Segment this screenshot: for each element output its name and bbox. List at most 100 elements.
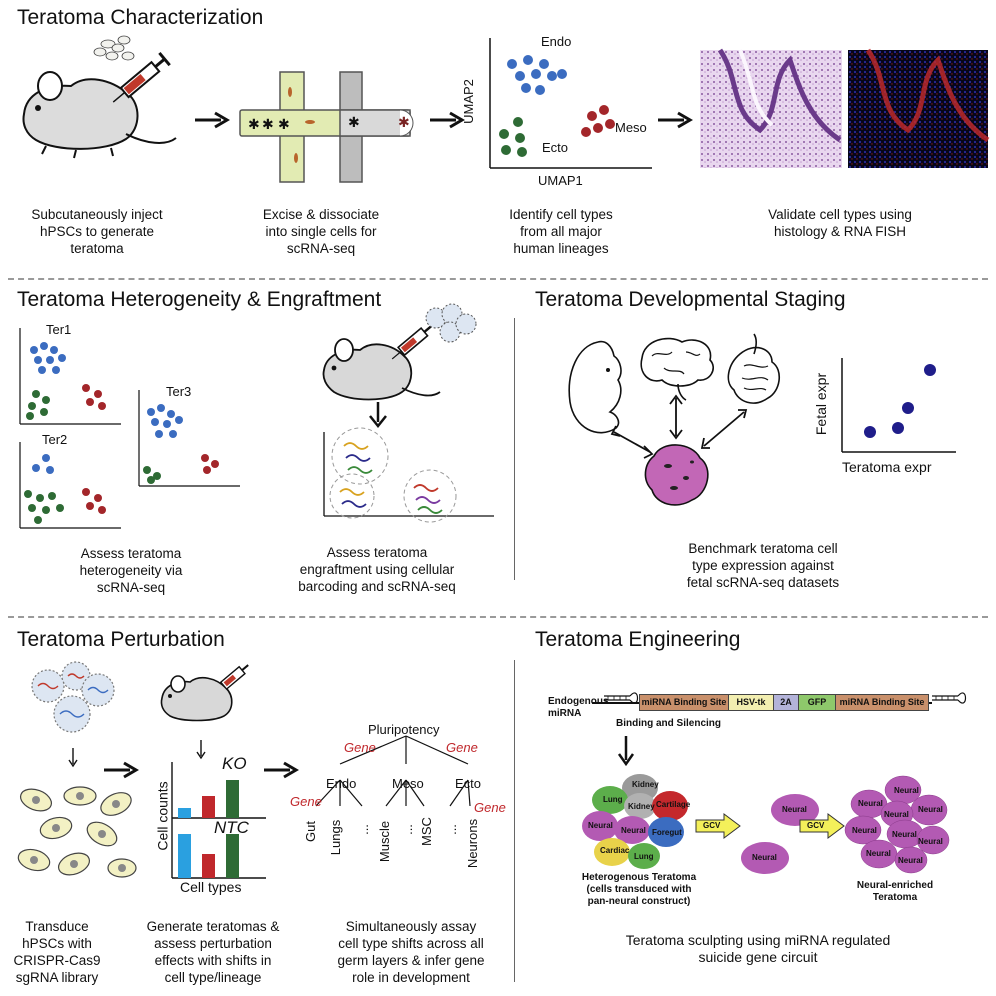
neural-cell-lower	[741, 842, 789, 874]
caption-validate: Validate cell types using histology & RN…	[768, 207, 912, 239]
tree-gene-ecto: Gene	[474, 800, 506, 815]
construct-segment-mirna-2: miRNA Binding Site	[835, 694, 929, 711]
svg-text:✱: ✱	[278, 116, 290, 132]
ko-label: KO	[222, 754, 247, 773]
neural-cell-lower-label: Neural	[752, 853, 777, 862]
arrow-down-icon	[68, 748, 78, 768]
tree-root: Pluripotency	[368, 722, 440, 737]
construct-segment-gfp: GFP	[798, 694, 836, 711]
engraftment-illustration	[322, 303, 494, 523]
caption-identify: Identify cell types from all major human…	[509, 207, 613, 256]
tree-gene-right: Gene	[446, 740, 478, 755]
divider-2	[8, 616, 988, 618]
section-title-perturbation: Teratoma Perturbation	[17, 628, 225, 651]
endogenous-mirna-label: Endogenous miRNA	[548, 696, 609, 719]
cell-counts-label: Cell counts	[154, 781, 171, 851]
section-title-engineering: Teratoma Engineering	[535, 628, 741, 651]
tree-branch-ecto: Ecto	[455, 776, 482, 791]
svg-text:✱: ✱	[262, 116, 274, 132]
tree-leaf-dots-1: ...	[355, 824, 371, 835]
divider-vertical-2	[514, 660, 515, 982]
construct-segment-2a: 2A	[773, 694, 799, 711]
ter2-label: Ter2	[42, 432, 68, 447]
tissue-neural-2: Neural	[621, 826, 646, 835]
neural-enriched-teratoma	[844, 775, 950, 874]
gcv-arrow-1	[695, 813, 741, 839]
tissue-kidney-2: Kidney	[628, 802, 655, 811]
tissue-lung-1: Lung	[603, 795, 623, 804]
caption-transduce: Transduce hPSCs with CRISPR-Cas9 sgRNA l…	[13, 919, 101, 985]
cell-counts-bar-chart	[171, 762, 266, 879]
lentivirus-illustration	[31, 661, 115, 733]
dissociation-device-illustration: ✱✱✱✱✱	[239, 71, 414, 183]
rna-fish-image	[848, 48, 990, 168]
caption-generate: Generate teratomas & assess perturbation…	[146, 919, 280, 985]
svg-text:✱: ✱	[248, 116, 260, 132]
gcv-label-2: GCV	[807, 821, 825, 830]
mirna-hairpin-right	[932, 692, 967, 704]
section-title-heterogeneity: Teratoma Heterogeneity & Engraftment	[17, 288, 382, 311]
enriched-neural-4: Neural	[884, 810, 909, 819]
tree-leaf-gut: Gut	[302, 821, 318, 842]
fetal-organs-illustration	[568, 333, 780, 506]
enriched-neural-7: Neural	[918, 837, 943, 846]
tissue-cartilage: Cartilage	[656, 800, 691, 809]
arrow-right-icon	[264, 761, 299, 779]
svg-text:✱: ✱	[348, 114, 360, 130]
arrow-down-icon	[196, 740, 206, 760]
tree-gene-left: Gene	[344, 740, 376, 755]
umap-cluster-meso: Meso	[615, 120, 647, 135]
tree-leaf-lungs: Lungs	[328, 819, 344, 856]
enriched-neural-3: Neural	[918, 805, 943, 814]
tissue-foregut: Foregut	[652, 828, 682, 837]
neural-enriched-label: Neural-enriched Teratoma	[856, 880, 934, 903]
gcv-label-1: GCV	[703, 821, 721, 830]
caption-heterogeneity: Assess teratoma heterogeneity via scRNA-…	[79, 546, 183, 595]
umap-y-label: UMAP2	[460, 79, 476, 124]
caption-inject: Subcutaneously inject hPSCs to generate …	[31, 207, 163, 256]
perturbation-mouse-illustration	[160, 664, 249, 722]
tree-leaf-msc: MSC	[418, 817, 434, 846]
section-title-staging: Teratoma Developmental Staging	[535, 288, 846, 311]
tissue-cardiac: Cardiac	[600, 846, 630, 855]
tree-gene-endo: Gene	[290, 794, 322, 809]
ter1-label: Ter1	[46, 322, 72, 337]
enriched-neural-5: Neural	[852, 826, 877, 835]
ter2-plot	[19, 442, 121, 529]
histology-image	[700, 48, 842, 168]
heterogenous-teratoma	[582, 774, 688, 869]
construct-segment-hsvtk: HSV-tk	[728, 694, 774, 711]
ter3-plot	[138, 390, 240, 487]
tissue-kidney-1: Kidney	[632, 780, 659, 789]
tree-leaf-muscle: Muscle	[377, 820, 393, 863]
ntc-label: NTC	[214, 818, 249, 837]
enriched-neural-6: Neural	[892, 830, 917, 839]
gcv-arrow-2	[799, 813, 845, 839]
caption-staging: Benchmark teratoma cell type expression …	[686, 541, 840, 590]
ter3-label: Ter3	[166, 384, 192, 399]
tree-leaf-neurons: Neurons	[465, 818, 481, 869]
ter1-plot	[19, 328, 121, 425]
tissue-neural-1: Neural	[588, 821, 613, 830]
staging-scatter-plot	[841, 358, 956, 453]
umap-cluster-ecto: Ecto	[542, 140, 569, 155]
enriched-neural-9: Neural	[898, 856, 923, 865]
tissue-lung-2: Lung	[634, 852, 654, 861]
binding-silencing-label: Binding and Silencing	[616, 718, 721, 729]
tree-branch-meso: Meso	[392, 776, 424, 791]
construct-segment-mirna-1: miRNA Binding Site	[639, 694, 729, 711]
arrow-right-icon	[104, 761, 139, 779]
mouse-injection-illustration	[22, 35, 177, 159]
tree-branch-endo: Endo	[326, 776, 357, 791]
tree-leaf-dots-2: ...	[399, 824, 415, 835]
umap-x-label: UMAP1	[538, 173, 583, 188]
umap-plot	[489, 38, 652, 169]
arrow-down-icon	[617, 736, 635, 767]
neural-cell-upper	[771, 794, 819, 826]
mirna-hairpin-left	[604, 692, 639, 704]
caption-engraftment: Assess teratoma engraftment using cellul…	[298, 545, 456, 594]
caption-engineering: Teratoma sculpting using miRNA regulated…	[625, 932, 891, 965]
arrow-right-icon	[195, 111, 230, 129]
divider-1	[8, 278, 988, 280]
enriched-neural-1: Neural	[894, 786, 919, 795]
